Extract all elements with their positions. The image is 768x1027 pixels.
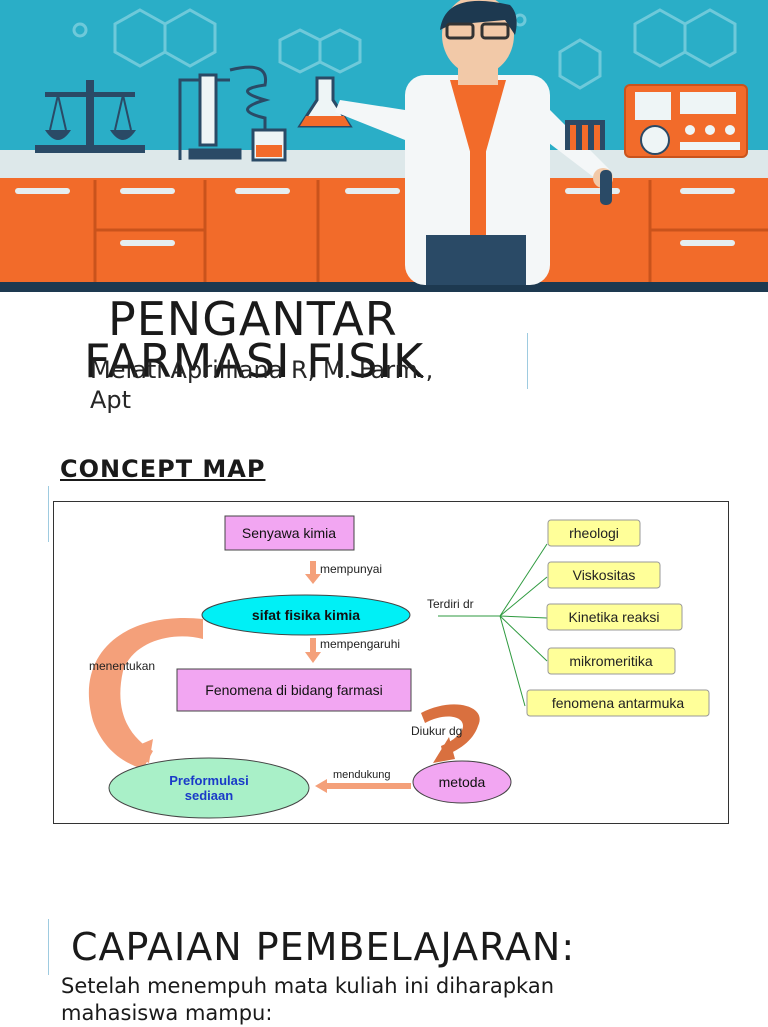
branch-rheologi: rheologi [547, 519, 641, 547]
slide-title-line1: PENGANTAR [108, 292, 398, 346]
node-metoda-label: metoda [439, 774, 486, 790]
edge-label-mempengaruhi: mempengaruhi [320, 637, 400, 651]
mendukung-arrow [315, 779, 327, 793]
branch-mikromeritika: mikromeritika [547, 647, 676, 675]
menentukan-arrowhead [125, 739, 153, 763]
balance-scale-icon [35, 80, 145, 153]
node-preformulasi-label-1: Preformulasi [169, 773, 248, 788]
branch-kinetika-reaksi: Kinetika reaksi [546, 603, 683, 631]
branch-viskositas: Viskositas [547, 561, 661, 589]
laboratory-banner [0, 0, 768, 292]
decorative-divider [48, 919, 49, 975]
branch-lines [438, 543, 548, 707]
node-preformulasi [108, 757, 310, 819]
mempengaruhi-arrow [305, 652, 321, 663]
flask-icon [297, 76, 353, 128]
scientist-illustration [335, 0, 613, 285]
author-name: Melati Aprilliana R, M. Farm., Apt [90, 355, 433, 415]
test-tube-rack-icon [565, 120, 605, 150]
decorative-divider [527, 333, 528, 389]
node-sifat-fisika-kimia [201, 594, 411, 636]
node-fenomena [176, 668, 412, 712]
mempunyai-arrow [305, 574, 321, 584]
branch-rheologi-label: rheologi [569, 525, 619, 541]
diukur-arrowhead [433, 737, 455, 763]
node-senyawa-kimia-label: Senyawa kimia [242, 525, 336, 541]
edge-label-terdiri-dr: Terdiri dr [427, 597, 474, 611]
concept-map-heading: CONCEPT MAP [60, 455, 266, 483]
branch-fenomena-antarmuka-label: fenomena antarmuka [552, 695, 685, 711]
branch-viskositas-label: Viskositas [573, 567, 636, 583]
decorative-divider [48, 486, 49, 542]
node-metoda [412, 760, 512, 804]
diukur-curved-arrow [421, 704, 480, 756]
capaian-heading: CAPAIAN PEMBELAJARAN: [71, 925, 576, 969]
author-line2: Apt [90, 386, 132, 414]
branch-fenomena-antarmuka: fenomena antarmuka [526, 689, 710, 717]
edge-label-mempunyai: mempunyai [320, 562, 382, 576]
node-senyawa-kimia [224, 515, 355, 551]
concept-map-diagram: Senyawa kimia sifat fisika kimia Fenomen… [53, 501, 729, 824]
slide-title-line2: FARMASI FISIK [84, 334, 425, 388]
node-fenomena-label: Fenomena di bidang farmasi [205, 682, 382, 698]
menentukan-curved-arrow [88, 617, 203, 769]
node-preformulasi-label-2: sediaan [185, 788, 233, 803]
capaian-body-line1: Setelah menempuh mata kuliah ini diharap… [61, 974, 555, 998]
node-sifat-fisika-kimia-label: sifat fisika kimia [252, 607, 360, 623]
capaian-body: Setelah menempuh mata kuliah ini diharap… [61, 973, 554, 1027]
lab-instrument-icon [624, 84, 748, 158]
branch-mikromeritika-label: mikromeritika [569, 653, 652, 669]
edge-label-menentukan: menentukan [89, 659, 155, 673]
capaian-body-line2: mahasiswa mampu: [61, 1001, 273, 1025]
edge-label-mendukung: mendukung [333, 769, 391, 781]
author-line1: Melati Aprilliana R, M. Farm., [90, 356, 434, 384]
edge-label-diukur-dg: Diukur dg [411, 724, 462, 738]
branch-kinetika-reaksi-label: Kinetika reaksi [568, 609, 659, 625]
